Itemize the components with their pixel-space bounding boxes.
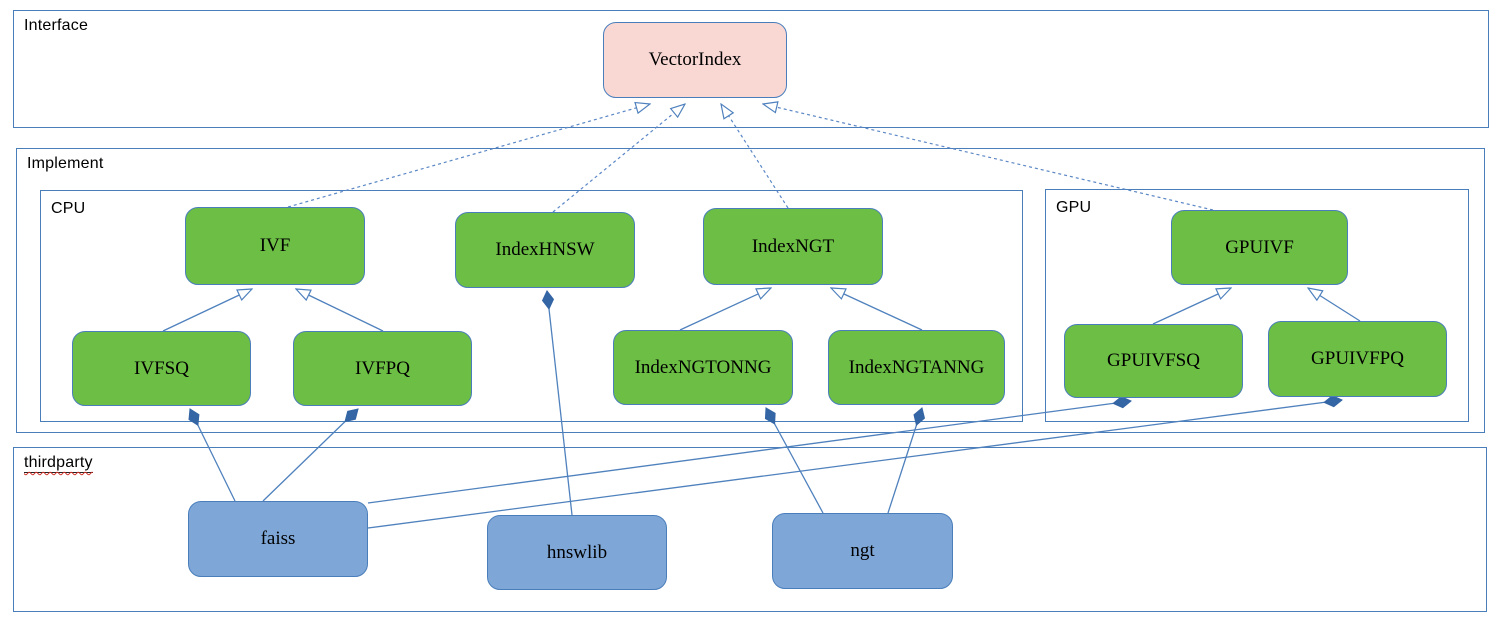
container-thirdparty-label: thirdparty xyxy=(24,454,93,473)
node-vectorindex[interactable]: VectorIndex xyxy=(603,22,787,98)
node-ivf[interactable]: IVF xyxy=(185,207,365,285)
node-gpuivf-label: GPUIVF xyxy=(1225,236,1294,258)
container-interface-label: Interface xyxy=(24,17,89,34)
node-ngt-label: ngt xyxy=(850,540,875,561)
node-vectorindex-label: VectorIndex xyxy=(648,49,742,70)
node-indexngt-label: IndexNGT xyxy=(751,235,835,257)
node-ivfpq-label: IVFPQ xyxy=(355,357,410,379)
node-indexngtanng-label: IndexNGTANNG xyxy=(848,356,985,378)
node-ngt[interactable]: ngt xyxy=(772,513,953,589)
node-indexngtonng-label: IndexNGTONNG xyxy=(634,356,772,378)
node-ivfsq[interactable]: IVFSQ xyxy=(72,331,251,406)
node-faiss-label: faiss xyxy=(260,528,296,549)
node-gpuivfsq-label: GPUIVFSQ xyxy=(1107,350,1200,371)
node-gpuivfsq[interactable]: GPUIVFSQ xyxy=(1064,324,1243,398)
node-indexngt[interactable]: IndexNGT xyxy=(703,208,883,285)
node-faiss[interactable]: faiss xyxy=(188,501,368,577)
node-ivfpq[interactable]: IVFPQ xyxy=(293,331,472,406)
node-indexngtonng[interactable]: IndexNGTONNG xyxy=(613,330,793,405)
node-gpuivf[interactable]: GPUIVF xyxy=(1171,210,1348,285)
node-hnswlib-label: hnswlib xyxy=(546,541,608,563)
node-hnswlib[interactable]: hnswlib xyxy=(487,515,667,590)
container-gpu-label: GPU xyxy=(1056,199,1092,216)
container-thirdparty-label-text: thirdparty xyxy=(24,454,93,471)
node-indexhnsw[interactable]: IndexHNSW xyxy=(455,212,635,288)
node-ivf-label: IVF xyxy=(259,235,291,256)
node-indexhnsw-label: IndexHNSW xyxy=(495,239,595,260)
node-indexngtanng[interactable]: IndexNGTANNG xyxy=(828,330,1005,405)
node-gpuivfpq-label: GPUIVFPQ xyxy=(1311,348,1404,369)
node-ivfsq-label: IVFSQ xyxy=(134,357,189,379)
container-implement-label: Implement xyxy=(27,155,104,172)
container-cpu-label: CPU xyxy=(51,200,86,217)
node-gpuivfpq[interactable]: GPUIVFPQ xyxy=(1268,321,1447,397)
